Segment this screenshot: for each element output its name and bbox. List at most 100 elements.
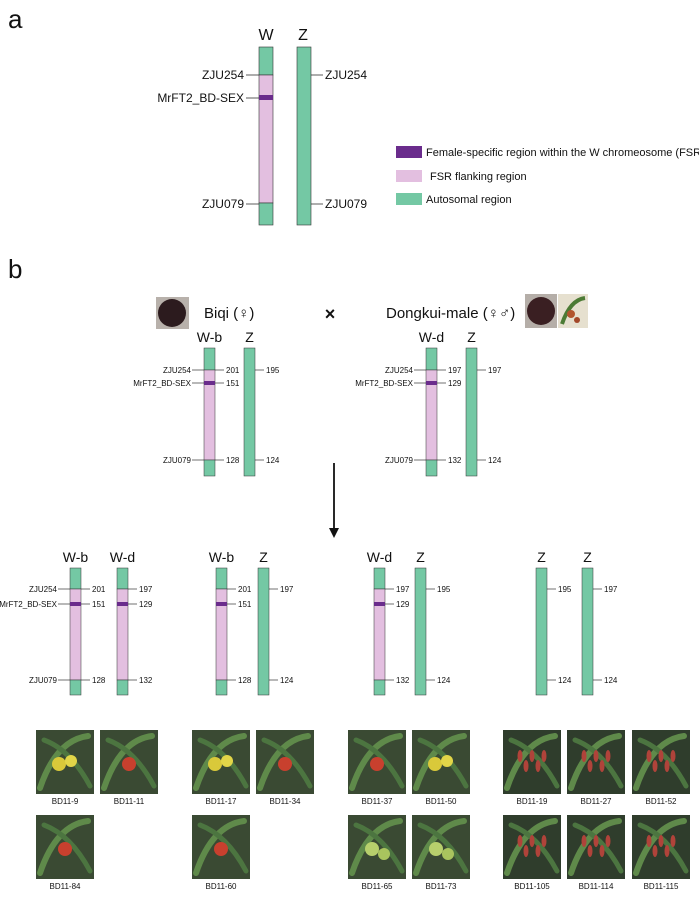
fsr-region	[216, 602, 227, 606]
flower-icon	[523, 845, 529, 857]
marker-name: ZJU254	[29, 585, 58, 594]
marker-value: 197	[396, 585, 410, 594]
chromosome-name: Z	[259, 549, 268, 565]
photo-bd11-17: BD11-17	[192, 730, 250, 806]
fruit-icon	[65, 755, 77, 767]
marker-name: ZJU079	[163, 456, 192, 465]
flower-icon	[567, 310, 575, 318]
marker-value: 128	[226, 456, 240, 465]
leaf-icon	[508, 737, 560, 789]
chromosome-name: Z	[583, 549, 592, 565]
marker-value: 197	[448, 366, 462, 375]
marker-name: ZJU254	[385, 366, 414, 375]
autosomal-region	[373, 567, 386, 590]
leaf-icon	[353, 737, 405, 789]
parent-2-name: Dongkui-male (♀♂)	[386, 305, 515, 322]
fruit-icon	[214, 842, 228, 856]
flower-icon	[535, 760, 541, 772]
photo-bd11-37: BD11-37	[348, 730, 406, 806]
autosomal-region	[243, 347, 256, 477]
photo-caption: BD11-37	[362, 797, 394, 806]
legend-swatch-autosomal	[396, 193, 422, 205]
fruit-icon	[58, 842, 72, 856]
chromosome-name: W-d	[367, 549, 392, 565]
marker-name: MrFT2_BD-SEX	[0, 600, 58, 609]
marker-value: 151	[226, 379, 240, 388]
marker-value: 124	[604, 676, 618, 685]
dongkui-male-photos	[525, 294, 588, 328]
flower-icon	[581, 835, 587, 847]
flower-icon	[599, 760, 605, 772]
flower-icon	[581, 750, 587, 762]
autosomal-region	[203, 347, 216, 371]
leaf-icon	[508, 822, 560, 874]
leaf-icon	[560, 296, 586, 325]
photo-bd11-52: BD11-52	[632, 730, 690, 806]
photo-bd11-84: BD11-84	[36, 815, 94, 891]
marker-value: 197	[280, 585, 294, 594]
flower-icon	[517, 750, 523, 762]
panel-a-z-name: Z	[298, 27, 308, 44]
fruit-icon	[378, 848, 390, 860]
leaf-icon	[637, 822, 689, 874]
autosomal-region	[116, 567, 129, 590]
leaf-icon	[197, 822, 249, 874]
flower-icon	[529, 750, 535, 762]
fruit-icon	[208, 757, 222, 771]
flower-icon	[529, 835, 535, 847]
panel-a-w-chromosome	[258, 46, 274, 226]
flower-icon	[646, 750, 652, 762]
flower-icon	[523, 760, 529, 772]
photo-caption: BD11-84	[50, 882, 82, 891]
autosomal-region	[215, 679, 228, 696]
photo-caption: BD11-105	[514, 882, 550, 891]
biqi-fruit-photo	[156, 297, 189, 329]
photo-caption: BD11-115	[644, 882, 679, 891]
chromosome-name: Z	[245, 329, 254, 345]
flower-icon	[541, 835, 547, 847]
fruit-icon	[370, 757, 384, 771]
marker-value: 195	[558, 585, 572, 594]
legend-label-fsr: Female-specific region within the W chro…	[426, 147, 699, 159]
flower-icon	[670, 835, 676, 847]
flower-icon	[535, 845, 541, 857]
chromosome-name: Z	[537, 549, 546, 565]
flower-icon	[605, 835, 611, 847]
flower-icon	[587, 760, 593, 772]
fsr-region	[204, 381, 215, 385]
flower-icon	[587, 845, 593, 857]
chromosome-name: W-b	[63, 549, 89, 565]
panel-a-w-marker-2: MrFT2_BD-SEX	[157, 91, 244, 105]
w-fsr-flanking	[258, 74, 274, 204]
marker-name: MrFT2_BD-SEX	[133, 379, 191, 388]
marker-value: 129	[396, 600, 410, 609]
marker-value: 151	[238, 600, 252, 609]
legend-swatch-flanking	[396, 170, 422, 182]
offspring-group-1: W-b201151128W-d197129132ZJU254MrFT2_BD-S…	[0, 549, 153, 696]
photo-bd11-73: BD11-73	[412, 815, 470, 891]
legend: Female-specific region within the W chro…	[396, 146, 699, 206]
fruit-icon	[52, 757, 66, 771]
flower-icon	[664, 845, 670, 857]
arrow-head-icon	[329, 528, 339, 538]
fruit-icon	[158, 299, 186, 327]
autosomal-region	[425, 459, 438, 477]
flower-icon	[670, 750, 676, 762]
offspring-chromosomes: W-b201151128W-d197129132ZJU254MrFT2_BD-S…	[0, 549, 618, 696]
marker-name: ZJU079	[385, 456, 414, 465]
w-autosomal-top	[258, 46, 274, 76]
autosomal-region	[257, 567, 270, 696]
flower-icon	[517, 835, 523, 847]
